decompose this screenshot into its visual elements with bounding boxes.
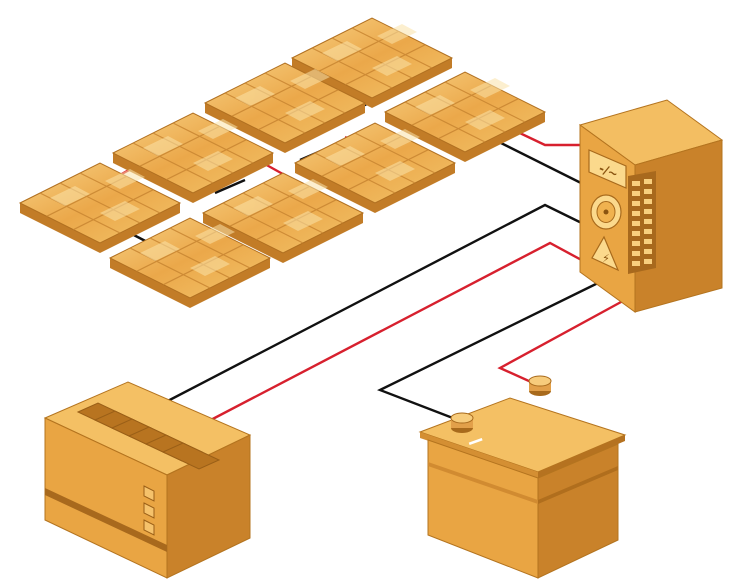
inverter-box: [43, 381, 252, 579]
negative-terminal: [450, 412, 474, 433]
solar-array: [19, 17, 546, 309]
mode-display-label: -/~: [597, 161, 620, 181]
positive-terminal: [528, 375, 552, 396]
stripe: [45, 488, 167, 552]
vent-grille: [76, 402, 221, 470]
mode-display: -/~: [588, 149, 627, 189]
charge-controller: -/~ ⚡: [578, 99, 724, 313]
array-negative-wire: [494, 138, 586, 187]
battery-negative-wire: [377, 280, 601, 422]
warning-symbol: ⚡: [602, 252, 610, 265]
battery-positive-wire: [497, 294, 633, 388]
battery: − +: [418, 375, 627, 579]
side-buttons: [143, 485, 155, 536]
warning-icon: ⚡: [591, 235, 620, 272]
level-meter: [628, 171, 656, 274]
control-dial: [590, 194, 622, 230]
